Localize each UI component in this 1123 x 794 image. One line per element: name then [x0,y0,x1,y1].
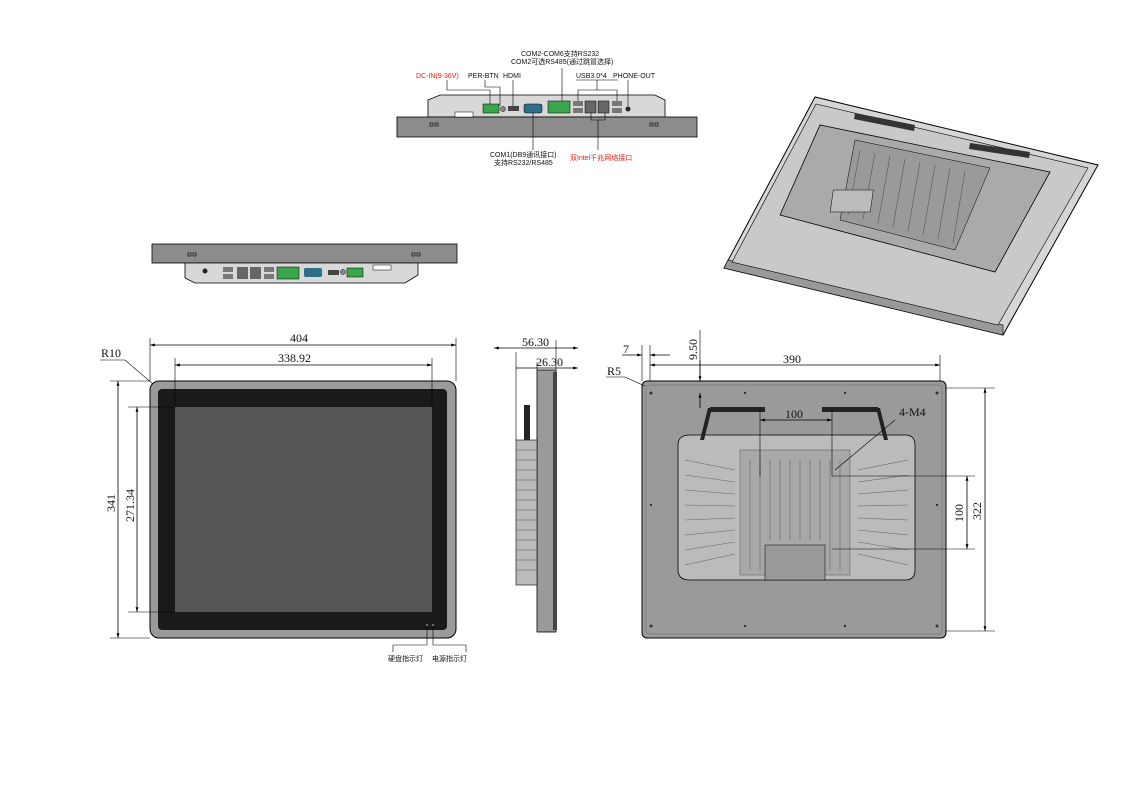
lan-port [597,100,610,114]
vesa-horizontal-dimension: 100 [785,407,803,421]
power-led-label: 电源指示灯 [432,654,467,663]
usb-label: USB3.0*4 [576,73,607,80]
width-dimension: 404 [290,331,308,345]
audio-jack [625,106,631,112]
io-view-bottom [151,243,458,284]
lan-port [584,100,597,114]
lan-label: 双Intel千兆网络接口 [570,153,632,162]
vesa-vertical-dimension: 100 [952,504,966,522]
top-offset-dimension: 9.50 [686,339,700,360]
edge-offset-dimension: 7 [623,342,629,356]
dc-in-terminal [482,103,500,114]
front-view: 404 338.92 341 271.34 R10 硬盘指示灯 电源指示灯 [100,331,467,663]
rear-radius-label: R5 [607,364,621,378]
com2-option-label: COM2可选RS485(通过跳冒选择) [511,57,613,66]
screen-width-dimension: 338.92 [278,351,311,365]
mount-height-dimension: 322 [970,502,984,520]
hdd-led-label: 硬盘指示灯 [388,654,423,663]
io-view-top: DC-IN(9-36V) PER-BTN HDMI COM2-COM6支持RS2… [396,49,698,167]
depth-total-dimension: 56.30 [522,335,549,349]
hdmi-port [508,106,519,111]
com1-port [523,103,543,114]
screen [175,407,432,612]
screws-label: 4-M4 [899,405,926,419]
mount-width-dimension: 390 [783,352,801,366]
power-button [500,106,506,112]
rear-view: 7 9.50 390 100 4-M4 100 322 R5 [606,330,995,639]
height-dimension: 341 [104,494,118,512]
antenna [524,405,530,440]
com1-label: COM1(DB9通讯接口) [490,150,557,159]
com-terminal [547,100,571,114]
com1-support-label: 支持RS232/RS485 [494,158,553,167]
dc-in-label: DC-IN(9-36V) [416,73,459,80]
com2-6-label: COM2-COM6支持RS232 [521,49,599,58]
depth-body-dimension: 26.30 [536,355,563,369]
per-btn-label: PER-BTN [468,73,499,80]
side-view: 56.30 26.30 [494,335,578,633]
front-radius-label: R10 [101,346,121,360]
phone-out-label: PHONE-OUT [613,73,656,80]
screen-height-dimension: 271.34 [123,489,137,522]
perspective-view [723,96,1099,336]
hdmi-label: HDMI [503,73,521,80]
